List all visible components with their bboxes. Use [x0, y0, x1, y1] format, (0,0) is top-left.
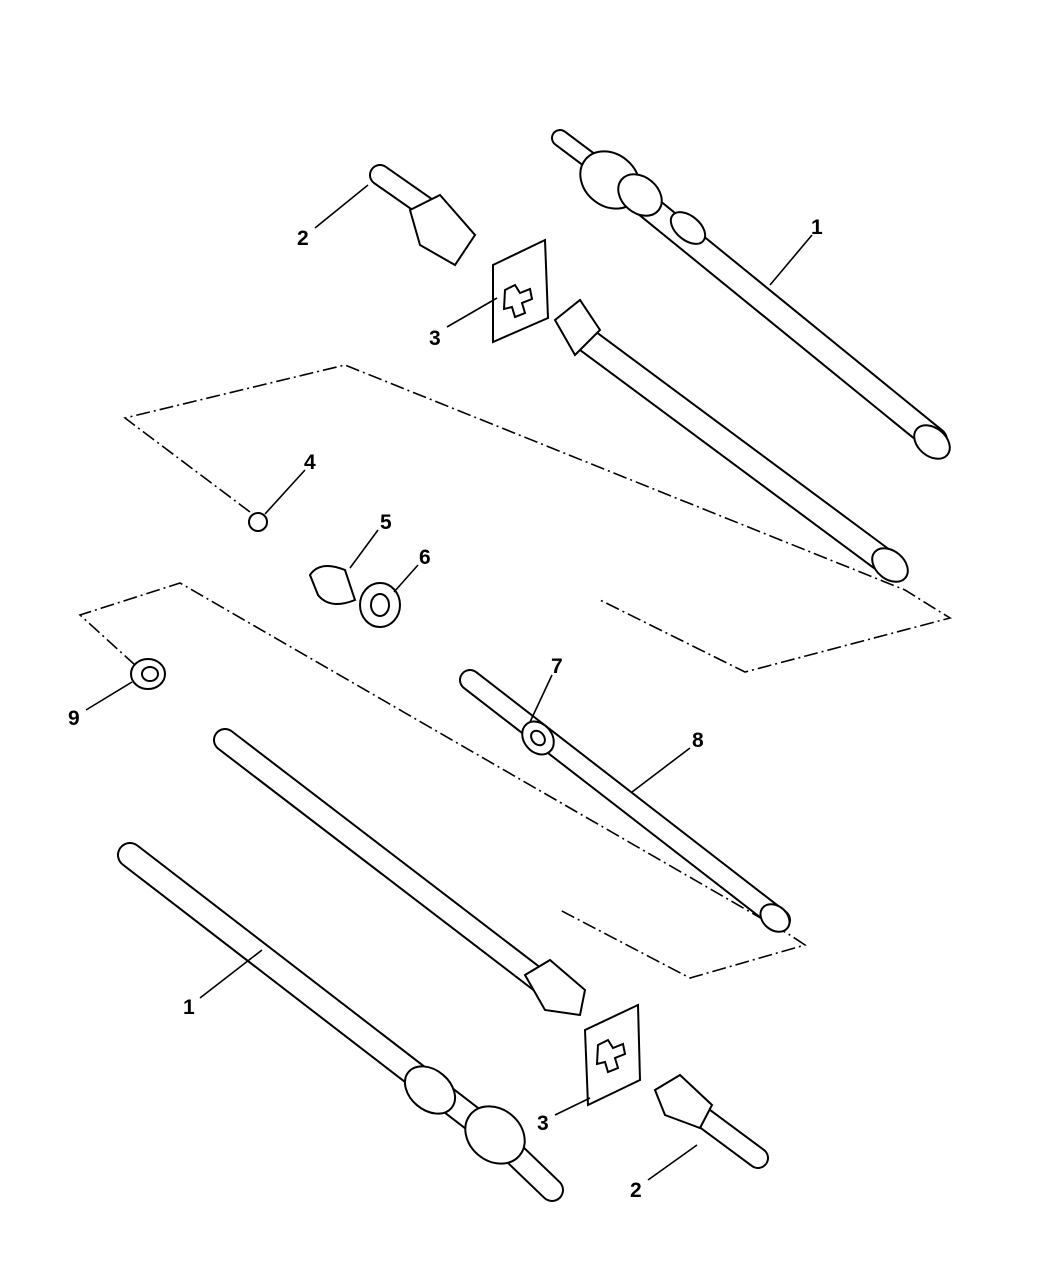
leader-lines [85, 184, 813, 1181]
axle-shaft-upper-outer [551, 129, 951, 460]
callout-2-upper: 2 [297, 227, 309, 250]
part-5-bushing [308, 565, 357, 605]
callout-3-lower: 3 [537, 1112, 549, 1135]
callout-2-lower: 2 [630, 1179, 642, 1202]
part-6-bearing [359, 582, 401, 628]
callout-7: 7 [551, 655, 563, 678]
u-joint-kit-upper [492, 238, 550, 344]
callout-3-upper: 3 [429, 327, 441, 350]
callout-5: 5 [380, 511, 392, 534]
axle-shaft-upper-inner [553, 298, 909, 583]
part-4-seal [248, 512, 268, 532]
part-9-spacer [130, 658, 166, 690]
callout-8: 8 [692, 729, 704, 752]
axle-shaft-lower-inner [213, 728, 587, 1017]
callout-1-upper: 1 [811, 216, 823, 239]
callout-9: 9 [68, 707, 80, 730]
assembly-dash-lower [78, 582, 807, 979]
stub-yoke-lower [653, 1073, 769, 1169]
callout-1-lower: 1 [183, 996, 195, 1019]
part-7-bearing [521, 720, 555, 756]
stub-yoke-upper [369, 164, 477, 267]
assembly-dash-upper [123, 364, 952, 673]
axle-shaft-8 [459, 669, 791, 933]
axle-shaft-lower-outer [117, 842, 564, 1202]
callout-6: 6 [419, 546, 431, 569]
u-joint-kit-lower [583, 1003, 642, 1107]
callout-4: 4 [304, 451, 316, 474]
